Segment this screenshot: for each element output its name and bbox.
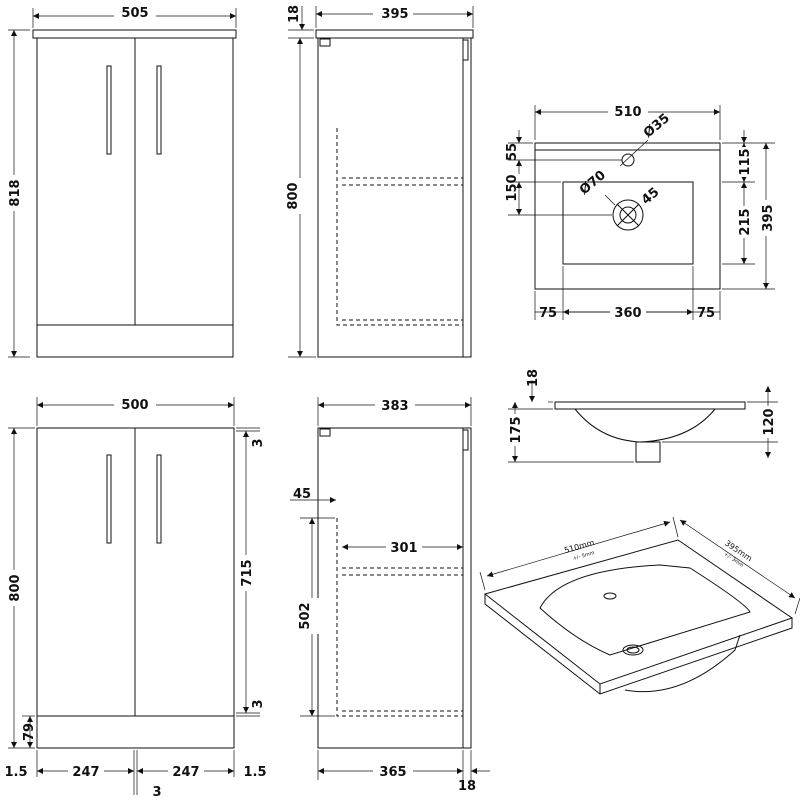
- side-top-height: 800: [286, 182, 301, 209]
- shelf-height: 502: [298, 602, 313, 629]
- shelf-depth: 301: [390, 541, 417, 556]
- right-edge: 1.5: [243, 765, 266, 780]
- front-top-height: 818: [8, 179, 23, 206]
- basin-left-margin: 75: [539, 306, 557, 321]
- basin-top-view: 510 Ø35 Ø70 45 55 150 395 115 215: [505, 103, 776, 321]
- side-top-depth: 395: [381, 7, 408, 22]
- centre-gap: 3: [152, 785, 161, 800]
- basin-right-margin: 75: [697, 306, 715, 321]
- basin-rim: 18: [526, 369, 541, 387]
- front-view-bottom: 500 800 79 715 3 3 247 247 1.5 1.5 3: [4, 396, 267, 800]
- back-thickness: 18: [458, 779, 476, 794]
- bottom-gap: 3: [251, 699, 266, 708]
- side-view-bottom: 383 45 301 502 365 18: [290, 397, 490, 794]
- basin-total-height: 175: [509, 416, 524, 443]
- front-bottom-height: 800: [8, 574, 23, 601]
- base-depth: 365: [379, 765, 406, 780]
- front-bottom-width: 500: [121, 398, 148, 413]
- door-handle-left-b: [106, 454, 112, 544]
- basin-lower-right: 215: [738, 208, 753, 235]
- side-bottom-depth: 383: [381, 399, 408, 414]
- iso-width-tolerance: +/- 5mm: [572, 550, 595, 562]
- side-view-top: 395 18 800: [286, 5, 474, 358]
- right-door-width: 247: [172, 765, 199, 780]
- basin-isometric-view: 510mm +/- 5mm 395mm +/- 3mm: [479, 516, 800, 695]
- basin-top-width: 510: [614, 105, 641, 120]
- basin-top-offset: 55: [505, 143, 520, 161]
- door-handle-left: [106, 65, 112, 155]
- top-gap: 3: [251, 438, 266, 447]
- basin-bowl-top: 150: [505, 174, 520, 201]
- basin-bowl-width: 360: [614, 306, 641, 321]
- left-edge: 1.5: [4, 765, 27, 780]
- door-height: 715: [240, 559, 255, 586]
- plinth-height: 79: [22, 723, 37, 741]
- basin-upper-right: 115: [738, 148, 753, 175]
- door-handle-right-b: [156, 454, 162, 544]
- front-view-top: 505 818: [4, 4, 237, 358]
- basin-bowl-depth: 120: [762, 408, 777, 435]
- shelf-offset: 45: [293, 487, 311, 502]
- basin-side-view: 18 175 120: [506, 369, 778, 463]
- door-handle-right: [156, 65, 162, 155]
- front-top-width: 505: [121, 6, 148, 21]
- basin-top-depth: 395: [761, 204, 776, 231]
- side-top-thickness: 18: [287, 5, 302, 23]
- left-door-width: 247: [72, 765, 99, 780]
